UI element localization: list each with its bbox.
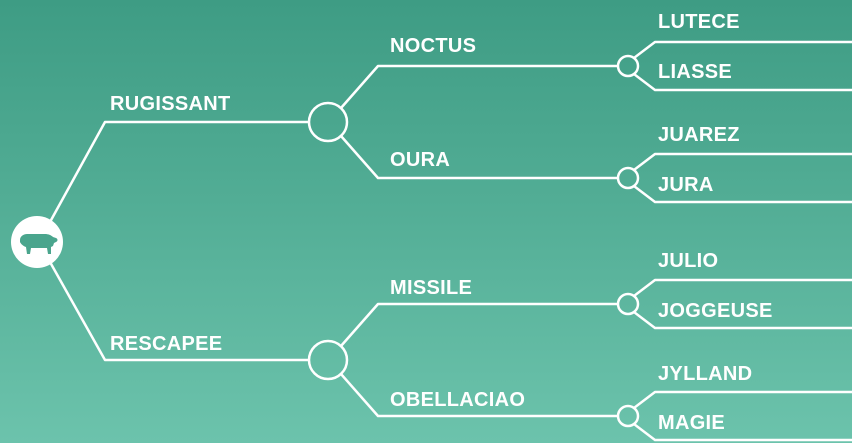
ggp-label: JOGGEUSE xyxy=(658,300,773,322)
node-level2-1 xyxy=(616,166,640,190)
ggp-label: JURA xyxy=(658,174,714,196)
ggp-label: MAGIE xyxy=(658,412,726,434)
connector-ggp-top-1 xyxy=(633,152,852,171)
dam-sire-label: MISSILE xyxy=(390,277,473,299)
connector-ggp-top-0 xyxy=(633,40,852,59)
ggp-label: JYLLAND xyxy=(658,363,753,385)
node-level2-0 xyxy=(616,54,640,78)
connector-sire-dam xyxy=(340,135,618,180)
sire-sire-label: NOCTUS xyxy=(390,35,477,57)
connector-dam-dam xyxy=(340,373,618,418)
connector-ggp-bottom-1 xyxy=(633,185,852,204)
ggp-label: JUAREZ xyxy=(658,124,740,146)
node-level2-3 xyxy=(616,404,640,428)
sire-dam-label: OURA xyxy=(390,149,451,171)
node-level2-2 xyxy=(616,292,640,316)
ggp-label: LIASSE xyxy=(658,61,733,83)
connector-ggp-top-2 xyxy=(633,278,852,297)
sire-label: RUGISSANT xyxy=(110,93,231,115)
connector-sire-sire xyxy=(340,64,618,109)
ggp-label: LUTECE xyxy=(658,11,740,33)
connector-ggp-bottom-0 xyxy=(633,73,852,92)
connector-ggp-bottom-2 xyxy=(633,311,852,330)
connector-ggp-top-3 xyxy=(633,390,852,409)
connector-root-sire xyxy=(48,120,308,223)
bull-silhouette-icon xyxy=(11,216,63,268)
node-dam xyxy=(307,339,349,381)
node-sire xyxy=(307,101,349,143)
dam-label: RESCAPEE xyxy=(110,333,223,355)
connector-dam-sire xyxy=(340,302,618,347)
connector-ggp-bottom-3 xyxy=(633,423,852,442)
dam-dam-label: OBELLACIAO xyxy=(390,389,526,411)
ggp-label: JULIO xyxy=(658,250,719,272)
connector-root-dam xyxy=(48,261,308,362)
